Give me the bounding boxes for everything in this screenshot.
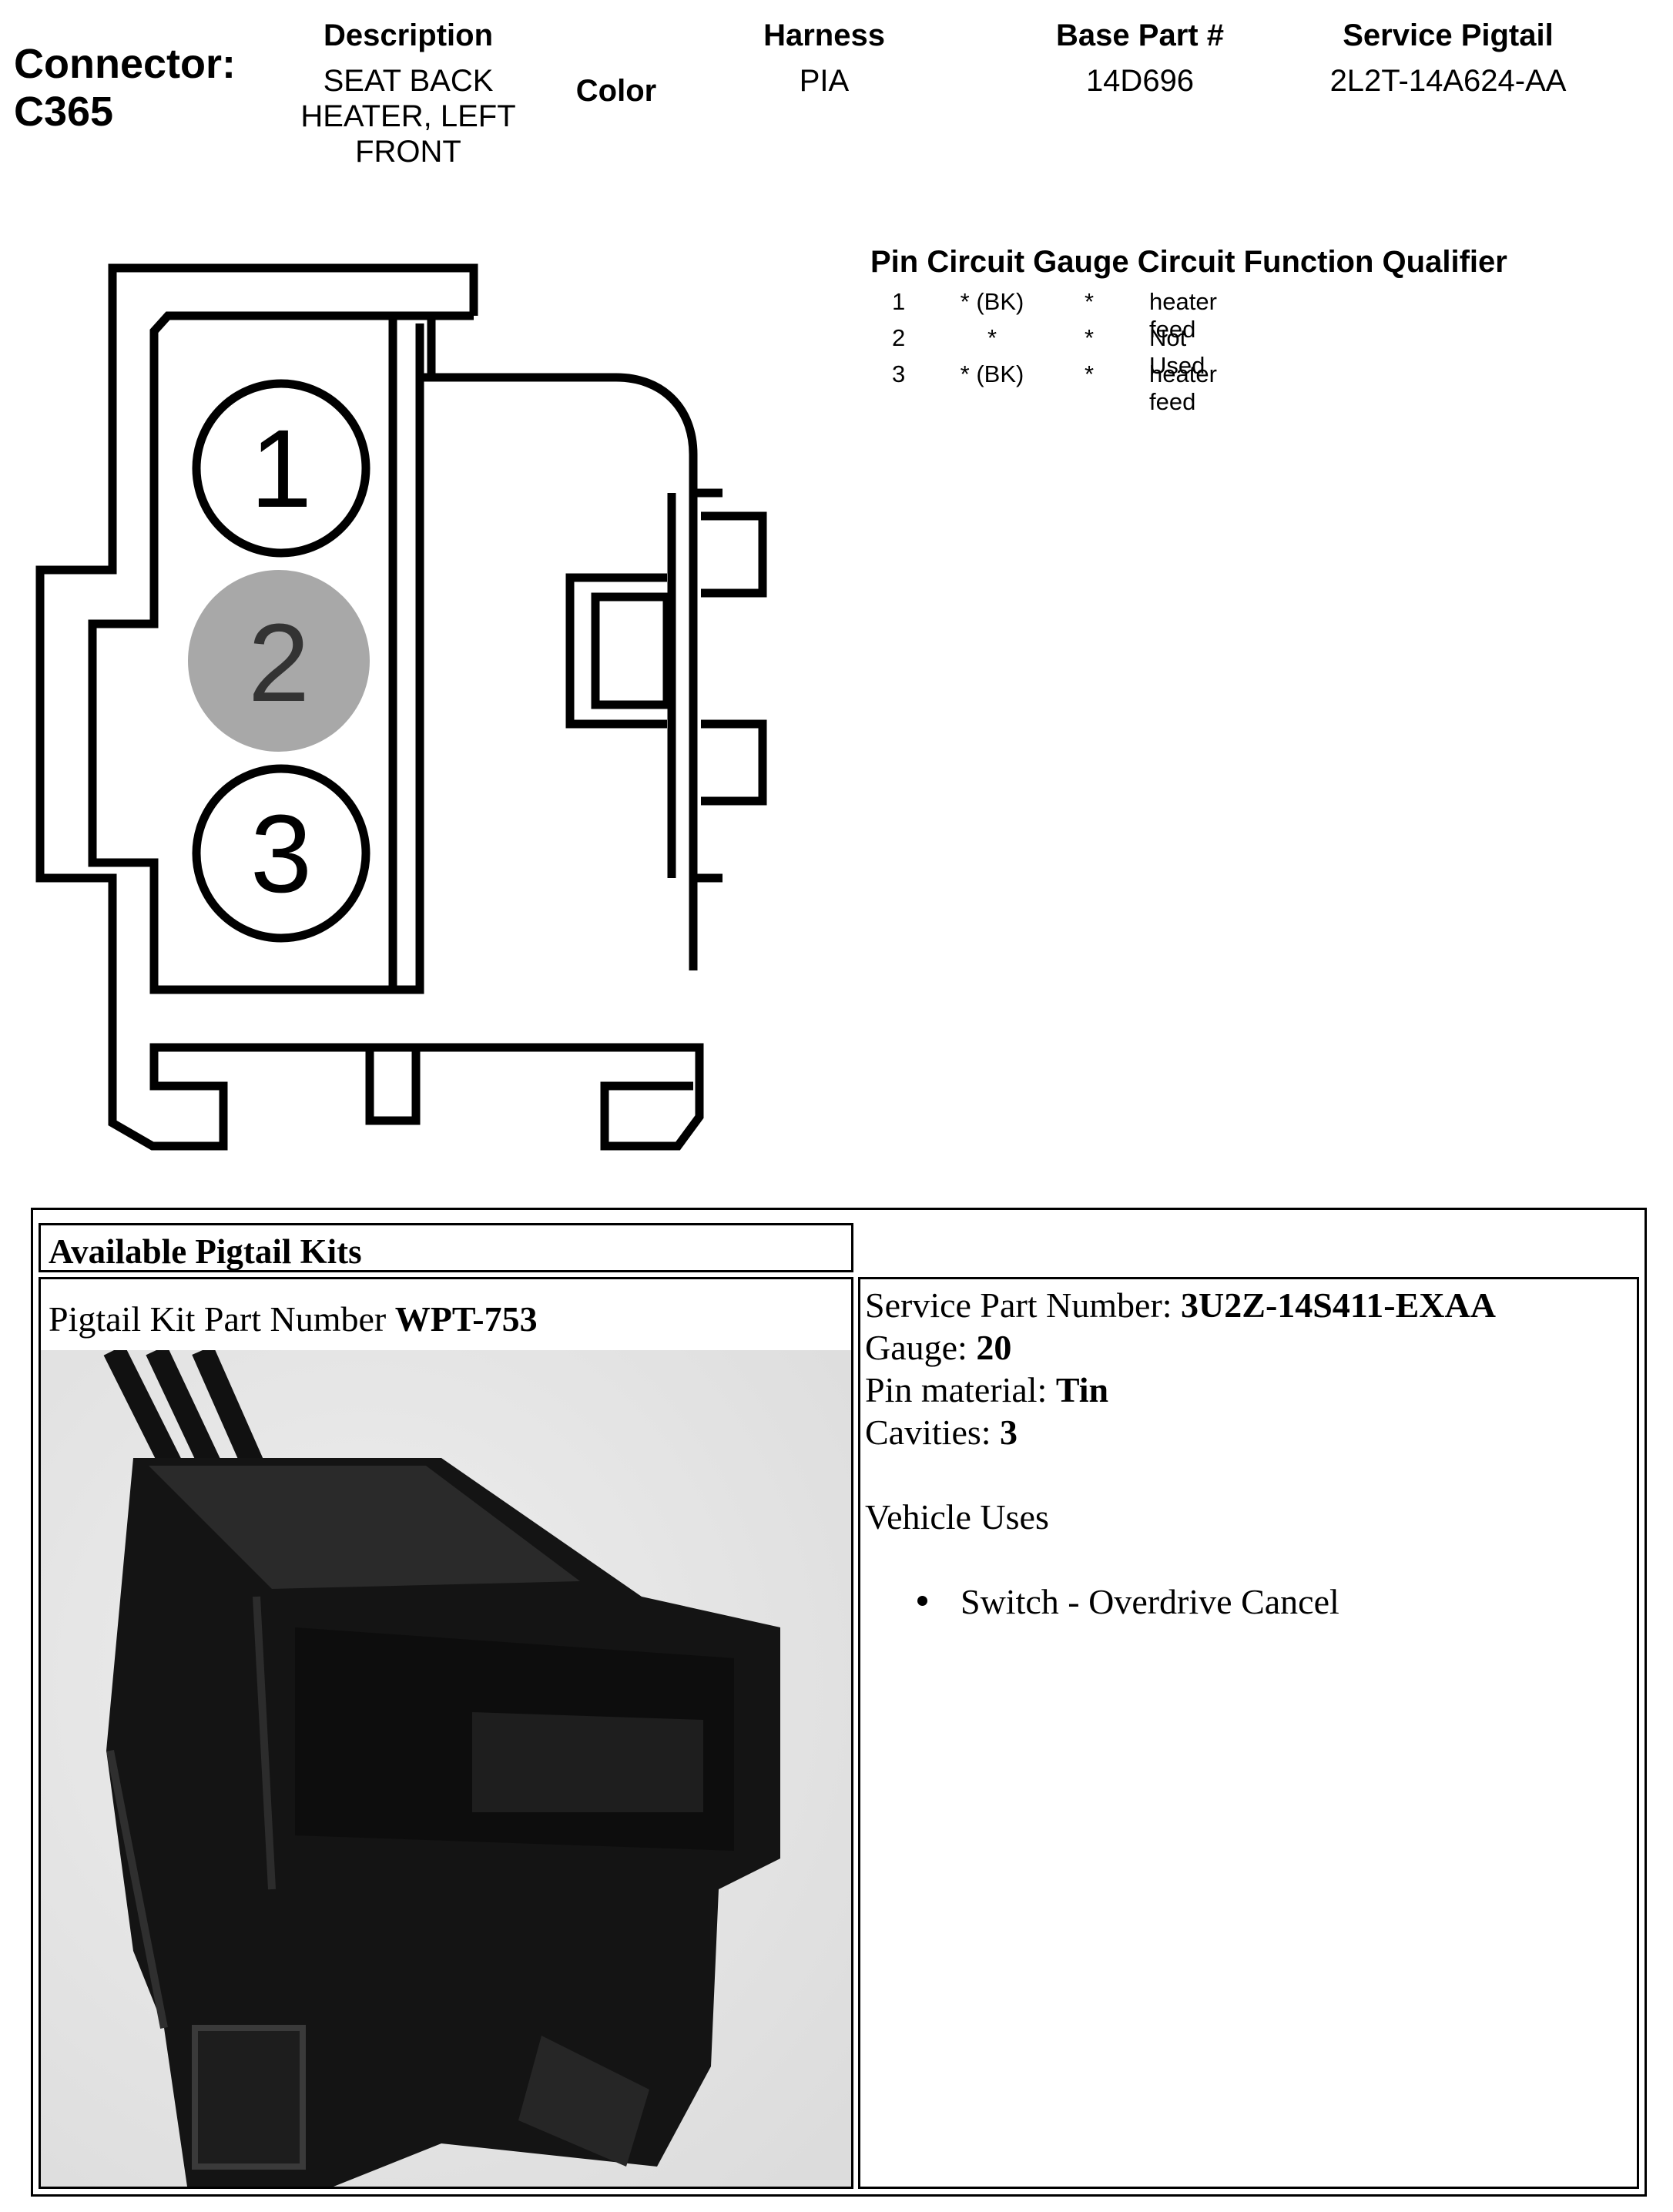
connector-face-diagram: 1 2 3 — [35, 263, 767, 1151]
row-function: heater feed — [1149, 360, 1217, 415]
service-part-label: Service Part Number: — [865, 1285, 1182, 1325]
row-circuit: * (BK) — [960, 360, 1024, 387]
gauge-label: Gauge: — [865, 1328, 977, 1367]
vehicle-uses-title: Vehicle Uses — [865, 1497, 1049, 1537]
row-pin: 1 — [892, 288, 906, 315]
color-title: Color — [575, 74, 657, 108]
pin-1-cavity: 1 — [192, 379, 370, 558]
connector-id: C365 — [14, 89, 114, 135]
pin-material-value: Tin — [1055, 1370, 1109, 1409]
kit-photo-cell: Pigtail Kit Part Number WPT-753 — [39, 1277, 853, 2189]
harness-title: Harness — [763, 18, 885, 52]
vehicle-use-label: Switch - Overdrive Cancel — [961, 1582, 1339, 1621]
cavities-value: 3 — [1000, 1413, 1018, 1452]
row-gauge: * — [1084, 288, 1095, 315]
row-circuit: * — [987, 324, 997, 351]
connector-photo — [41, 1350, 851, 2187]
row-function: heater feed — [1149, 288, 1217, 343]
header-gauge: Gauge — [1033, 245, 1129, 279]
pin-2-cavity: 2 — [188, 570, 370, 752]
connector-title: Connector: C365 — [14, 40, 236, 136]
gauge-value: 20 — [976, 1328, 1012, 1367]
service-part-value: 3U2Z-14S411-EXAA — [1181, 1285, 1496, 1325]
header-pin: Pin — [870, 245, 919, 279]
row-gauge: * — [1084, 360, 1095, 387]
cavities-label: Cavities: — [865, 1413, 1001, 1452]
pin-1-label: 1 — [250, 407, 312, 531]
row-pin: 2 — [892, 324, 906, 351]
connector-label: Connector: — [14, 41, 236, 87]
header-circuit: Circuit — [927, 245, 1025, 279]
bullet-icon — [917, 1596, 927, 1606]
pin-table-header: Pin Circuit Gauge Circuit Function Quali… — [870, 245, 1507, 280]
pin-material-line: Pin material: Tin — [865, 1369, 1496, 1411]
pin-2-label: 2 — [248, 601, 310, 725]
kit-details: Service Part Number: 3U2Z-14S411-EXAA Ga… — [865, 1284, 1496, 1623]
base-part-title: Base Part # — [1056, 18, 1224, 52]
row-function: Not Used — [1149, 324, 1205, 379]
header-qualifier: Qualifier — [1382, 245, 1507, 279]
gauge-line: Gauge: 20 — [865, 1326, 1496, 1369]
row-pin: 3 — [892, 360, 906, 387]
kit-part-number: Pigtail Kit Part Number WPT-753 — [49, 1298, 538, 1340]
vehicle-use-item: Switch - Overdrive Cancel — [865, 1580, 1496, 1623]
service-part-number: Service Part Number: 3U2Z-14S411-EXAA — [865, 1284, 1496, 1326]
pin-material-label: Pin material: — [865, 1370, 1056, 1409]
kit-part-value: WPT-753 — [394, 1299, 538, 1339]
kit-details-cell: Service Part Number: 3U2Z-14S411-EXAA Ga… — [858, 1277, 1639, 2189]
pigtail-kits-panel — [31, 1208, 1647, 2197]
pin-3-label: 3 — [250, 792, 312, 916]
base-part-value: 14D696 — [1085, 64, 1195, 98]
description-value: SEAT BACK HEATER, LEFT FRONT — [300, 64, 516, 169]
pigtail-kits-title: Available Pigtail Kits — [39, 1223, 853, 1272]
cavities-line: Cavities: 3 — [865, 1411, 1496, 1453]
service-pigtail-title: Service Pigtail — [1343, 18, 1554, 52]
harness-value: PIA — [799, 64, 850, 98]
pin-3-cavity: 3 — [192, 764, 370, 943]
service-pigtail-value: 2L2T-14A624-AA — [1329, 64, 1567, 98]
header-circuit-function: Circuit Function — [1137, 245, 1374, 279]
description-title: Description — [323, 18, 494, 52]
row-gauge: * — [1084, 324, 1095, 351]
row-circuit: * (BK) — [960, 288, 1024, 315]
kit-part-label: Pigtail Kit Part Number — [49, 1299, 395, 1339]
